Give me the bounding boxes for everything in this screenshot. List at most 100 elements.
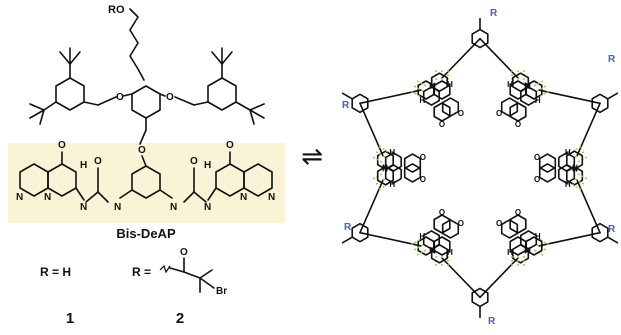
hydrogen-bond (536, 85, 547, 92)
rosette-ring (430, 72, 449, 92)
rosette-h-label: H (419, 232, 425, 241)
compound-number-1: 1 (66, 310, 74, 327)
hydrogen-bond (571, 183, 582, 190)
rosette-urea-bond (479, 37, 519, 79)
rosette-r-label: R (490, 8, 498, 19)
rosette-ring (471, 28, 489, 49)
rosette-r-label: R (488, 316, 496, 327)
rosette-h-label: H (389, 148, 395, 157)
rosette-ring (511, 72, 530, 92)
rosette-urea-bond (576, 102, 601, 157)
r-equals-label: R = (132, 265, 151, 279)
rosette-o-label: O (420, 153, 426, 162)
r-equals-h: R = H (40, 265, 71, 279)
deap-nh-right: H (204, 160, 211, 171)
rosette-ring (430, 244, 449, 264)
rosette-n-label: N (524, 81, 530, 90)
rosette-urea-bond (359, 179, 384, 234)
rosette-urea-bond (359, 102, 384, 157)
rosette-n-label: N (430, 247, 436, 256)
hydrogen-bond (416, 80, 427, 87)
lower-aryl-ring (131, 165, 161, 199)
urea-o-right: O (190, 156, 198, 167)
urea-n-right-2: N (204, 202, 211, 213)
rosette-r-label: R (342, 100, 350, 111)
rosette-o-label: O (534, 153, 540, 162)
rosette-ether-bond (341, 236, 353, 244)
deap-o-left: O (58, 140, 66, 151)
rosette-ring (591, 222, 609, 243)
rosette-ring (511, 244, 530, 264)
rosette-ring (538, 163, 557, 183)
hydrogen-bond (413, 85, 424, 92)
rosette-o-label: O (515, 208, 521, 217)
urea-n-left-1: N (114, 202, 121, 213)
rosette-ring (403, 153, 422, 173)
equilibrium-arrow-icon: ⇌ (301, 142, 323, 172)
rosette-h-label: H (389, 180, 395, 189)
rosette-o-label: O (439, 208, 445, 217)
hydrogen-bond (372, 156, 383, 163)
rosette-h-label: H (447, 80, 453, 89)
rosette-h-label: H (447, 248, 453, 257)
rosette-urea-bond (576, 179, 601, 234)
bis-deap-label: Bis-DeAP (116, 226, 176, 241)
wavy-attachment-icon (159, 264, 171, 274)
hydrogen-bond (410, 90, 421, 97)
rosette-h-label: H (507, 248, 513, 257)
rosette-o-label: O (458, 109, 464, 118)
deap-n-left-1: N (16, 192, 23, 203)
rosette-h-label: H (535, 96, 541, 105)
rosette-ring (500, 97, 519, 117)
ro-label: RO (108, 4, 125, 16)
rosette-ether-bond (607, 92, 619, 100)
highlight-box (8, 143, 285, 223)
rosette-urea-bond (441, 257, 481, 299)
rosette-ring (538, 153, 557, 173)
rosette-ring (351, 93, 369, 114)
rosette-n-label: N (572, 163, 578, 172)
urea-n-right-1: N (170, 202, 177, 213)
rosette-urea-bond (538, 89, 601, 105)
rosette-h-label: H (535, 232, 541, 241)
rosette-ring (591, 93, 609, 114)
rosette-r-label: R (608, 54, 616, 65)
ether-o-right: O (166, 92, 174, 103)
hydrogen-bond (378, 146, 389, 153)
left-pyridine-ring (19, 163, 49, 197)
left-tbu-aryl-ring (55, 77, 85, 111)
hydrogen-bond (539, 90, 550, 97)
rosette-h-label: H (507, 80, 513, 89)
hydrogen-bond (413, 244, 424, 251)
rosette-ether-bond (341, 92, 353, 100)
rosette-ring (433, 102, 451, 122)
rosette-ring (441, 219, 460, 239)
rosette-h-label: H (565, 148, 571, 157)
rosette-o-label: O (496, 109, 502, 118)
right-tbu-aryl-ring (207, 77, 237, 111)
rosette-ring (376, 150, 395, 170)
rosette-ring (509, 214, 527, 234)
hydrogen-bond (410, 239, 421, 246)
rosette-ring (417, 236, 435, 256)
rosette-urea-bond (359, 89, 422, 105)
hydrogen-bond (416, 249, 427, 256)
urea-o-left: O (94, 156, 102, 167)
deap-nh-left: H (80, 160, 87, 171)
hydrogen-bond (577, 173, 588, 180)
rosette-ring (417, 80, 435, 100)
rosette-ring (441, 97, 460, 117)
rosette-urea-bond (441, 37, 481, 79)
bis-deap-structure: RO O O O (16, 4, 275, 213)
rosette-n-label: N (382, 165, 388, 174)
rosette-o-label: O (458, 219, 464, 228)
rosette-ring (525, 236, 543, 256)
deap-n-right-1: N (240, 192, 247, 203)
rosette-o-label: O (420, 175, 426, 184)
hydrogen-bond (533, 80, 544, 87)
alkyl-chain (129, 8, 145, 81)
rosette-o-label: O (439, 120, 445, 129)
central-aryl-ring (131, 85, 161, 119)
rosette-ring (565, 166, 584, 186)
